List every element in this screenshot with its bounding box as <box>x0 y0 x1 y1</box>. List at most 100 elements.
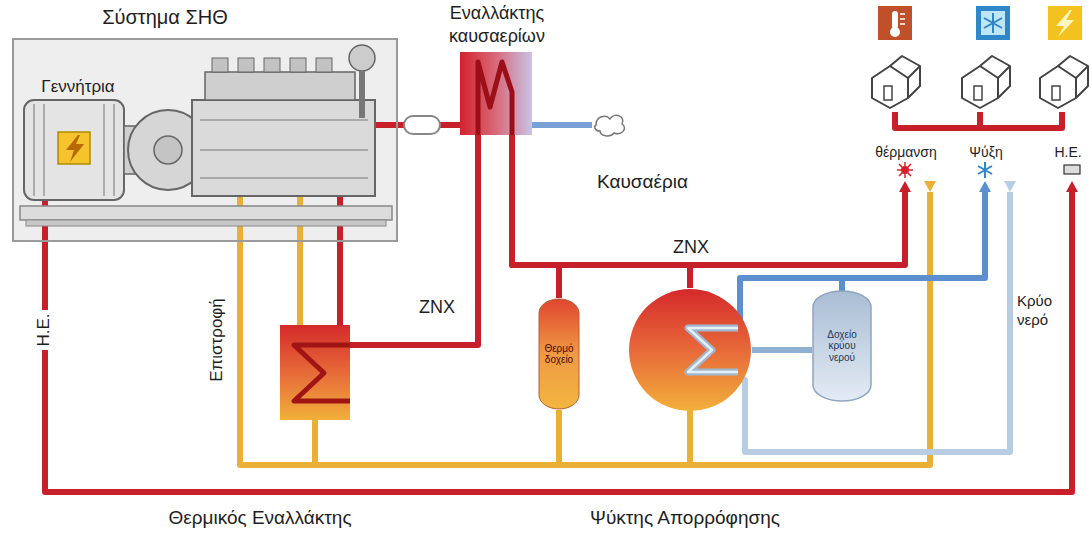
chp-system-box: Σύστημα ΣΗΘΓεννήτρια <box>12 38 398 242</box>
engine-drawing <box>20 45 392 226</box>
exhaust-heat-exchanger-shape <box>460 52 532 135</box>
tank-body <box>539 299 579 409</box>
output-label-box: Ψύξη <box>965 143 1007 162</box>
pipe-connector <box>752 347 812 353</box>
drawing-part <box>238 58 254 72</box>
drawing-part <box>26 220 386 226</box>
drawing-part <box>359 71 365 118</box>
node-heading: Θερμικός Εναλλάκτης <box>168 506 351 530</box>
drawing-part <box>316 58 332 72</box>
drawing-part <box>892 11 898 29</box>
drawing-part <box>976 6 1010 40</box>
electricity-label: Η.Ε. <box>33 313 54 346</box>
exhaust-smoke <box>595 115 625 136</box>
chiller-coil-inner <box>688 328 738 372</box>
exchanger-coil <box>294 345 350 401</box>
absorption-chiller-shape <box>628 288 752 412</box>
output-label: θέρμανση <box>875 144 937 162</box>
output-label-box: θέρμανση <box>870 143 942 162</box>
hot-water-tank: Θερμό δοχείο <box>538 298 580 410</box>
drawing-part <box>978 162 992 178</box>
pipe-connector <box>512 135 690 288</box>
chp-ground <box>12 38 398 242</box>
pipe-connector <box>350 135 478 345</box>
cold-water-label: Κρύο νερό <box>1017 292 1065 330</box>
exhaust-heat-exchanger: Εναλλάκτης καυσαερίων <box>460 52 532 135</box>
edge-label: ΖΝΧ <box>419 296 455 319</box>
exhaust-pipe <box>532 122 592 128</box>
drawing-part <box>200 120 368 178</box>
edge-label: ΖΝΧ <box>673 236 709 259</box>
drawing-part <box>1048 6 1082 40</box>
exhaust-label-box: Καυσαέρια <box>597 170 727 194</box>
chiller-body <box>629 289 751 411</box>
drawing-part <box>899 181 911 192</box>
node-heading: Ψύκτης Απορρόφησης <box>590 506 780 530</box>
node-heading-box: Θερμικός Εναλλάκτης <box>125 506 395 530</box>
drawing-part <box>34 104 114 196</box>
drawing-part <box>1056 10 1074 37</box>
flow-markers <box>897 162 1080 192</box>
drawing-part <box>58 132 90 164</box>
drawing-part <box>878 6 912 40</box>
drawing-part <box>154 136 182 164</box>
electricity-label-box: Η.Ε. <box>33 310 57 350</box>
drawing-part <box>1004 181 1016 192</box>
drawing-part <box>984 13 1002 33</box>
drawing-part <box>924 181 936 192</box>
drawing-part <box>290 58 306 72</box>
drawing-part <box>66 135 84 162</box>
heating-return-pipe <box>315 192 930 465</box>
edge-label-box: Επιστροφή <box>206 295 230 385</box>
heating-supply-pipe <box>690 192 905 265</box>
output-label-box: Η.Ε. <box>1050 143 1086 162</box>
exhaust-filter <box>404 116 440 134</box>
drawing-part <box>900 14 905 24</box>
output-label: Η.Ε. <box>1054 144 1081 162</box>
edge-label-box: ΖΝΧ <box>664 236 718 259</box>
drawing-part <box>349 45 375 71</box>
drawing-part <box>890 27 900 37</box>
drawing-part <box>192 100 375 196</box>
node-heading-box: Ψύκτης Απορρόφησης <box>555 506 815 530</box>
tank-return-pipe <box>556 410 562 465</box>
drawing-part <box>979 181 991 192</box>
node-heading-box: Εναλλάκτης καυσαερίων <box>423 2 571 47</box>
node-heading: Εναλλάκτης καυσαερίων <box>423 2 571 47</box>
consumer-icons <box>872 6 1088 108</box>
drawing-part <box>205 72 355 100</box>
drawing-part <box>962 56 1010 108</box>
node-heading: Γεννήτρια <box>41 76 114 97</box>
pipe-connector <box>512 135 559 298</box>
drawing-part <box>1066 181 1078 192</box>
edge-label-box: ΖΝΧ <box>410 296 464 319</box>
node-text-box: Θερμό δοχείο <box>538 298 580 410</box>
node-label: Δοχείο κρύου νερού <box>815 329 869 364</box>
chiller-coil <box>688 328 738 372</box>
drawing-part <box>24 100 124 200</box>
cold-water-label-box: Κρύο νερό <box>1017 292 1065 330</box>
drawing-part <box>1064 165 1080 174</box>
generator: Γεννήτρια <box>22 74 134 210</box>
exchanger-coil <box>478 62 512 135</box>
exhaust-label: Καυσαέρια <box>597 170 688 194</box>
chiller-return-pipe <box>687 410 693 465</box>
exchanger-body <box>460 52 532 135</box>
absorption-chiller: Ψύκτης Απορρόφησης <box>628 288 752 412</box>
node-heading-box: Γεννήτρια <box>22 76 134 97</box>
drawing-part <box>20 206 392 220</box>
node-text-box: Δοχείο κρύου νερού <box>812 290 872 402</box>
output-label: Ψύξη <box>969 144 1002 162</box>
electricity-line <box>45 192 1072 492</box>
cold-water-tank: Δοχείο κρύου νερού <box>812 290 872 402</box>
drawing-part <box>872 56 920 108</box>
drawing-part <box>897 162 913 178</box>
drawing-part <box>981 11 1005 35</box>
node-label: Θερμό δοχείο <box>541 343 577 366</box>
drawing-part <box>264 58 280 72</box>
thermal-heat-exchanger: Θερμικός Εναλλάκτης <box>280 325 350 420</box>
